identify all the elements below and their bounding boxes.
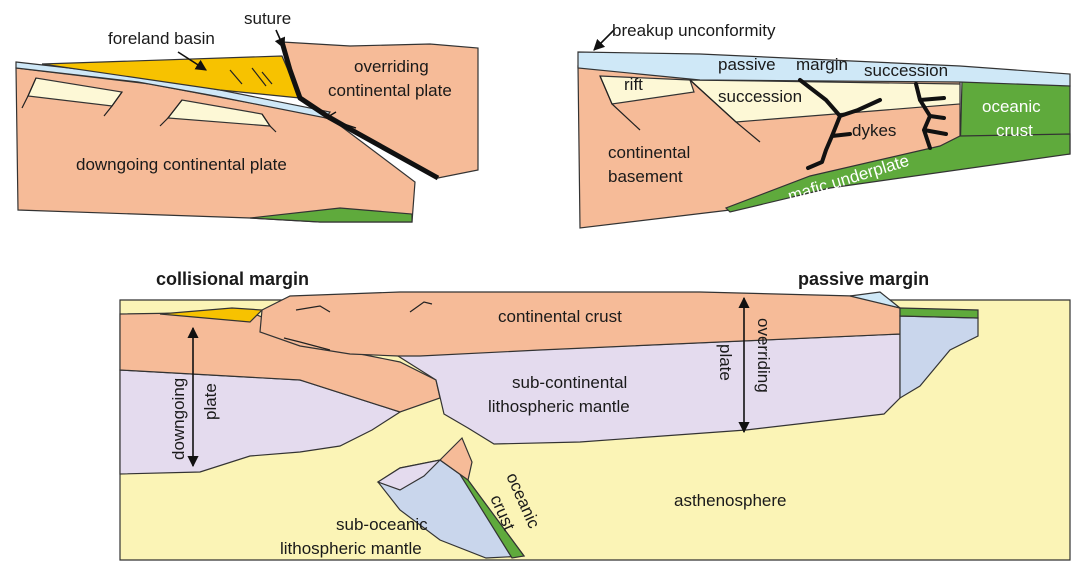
plate-label-left: plate (201, 383, 220, 420)
passive-label: passive (718, 55, 776, 74)
foreland-basin-label: foreland basin (108, 29, 215, 48)
suboceanic-label-line2: lithospheric mantle (280, 539, 422, 558)
overriding-label-line2: continental plate (328, 81, 452, 100)
oceanic-crust-right (900, 308, 978, 318)
suboceanic-label-line1: sub-oceanic (336, 515, 428, 534)
downgoing-label: downgoing (169, 378, 188, 460)
passive-margin-heading: passive margin (798, 269, 929, 289)
overriding-label-line1: overriding (354, 57, 429, 76)
downgoing-plate-label: downgoing continental plate (76, 155, 287, 174)
margin-label: margin (796, 55, 848, 74)
subcontinental-label-line2: lithospheric mantle (488, 397, 630, 416)
dykes-label: dykes (852, 121, 896, 140)
oceanic-crust-label-line2: crust (996, 121, 1033, 140)
subcontinental-label-line1: sub-continental (512, 373, 627, 392)
collisional-margin-sketch: foreland basin suture overriding contine… (16, 9, 478, 222)
succession-top-label: succession (864, 61, 948, 80)
breakup-unconformity-label: breakup unconformity (612, 21, 776, 40)
plate-label-right: plate (716, 344, 735, 381)
succession-mid-label: succession (718, 87, 802, 106)
rift-label: rift (624, 75, 643, 94)
continental-basement-label-line2: basement (608, 167, 683, 186)
suture-label: suture (244, 9, 291, 28)
asthenosphere-label: asthenosphere (674, 491, 786, 510)
continental-crust-label: continental crust (498, 307, 622, 326)
breakup-pointer (594, 30, 614, 50)
overriding-label: overriding (754, 318, 773, 393)
suture-pointer (276, 30, 284, 48)
oceanic-crust-label-line1: oceanic (982, 97, 1041, 116)
continental-basement-label-line1: continental (608, 143, 690, 162)
lithosphere-cross-section: continental crust overriding plate downg… (120, 292, 1070, 560)
passive-margin-sketch: breakup unconformity passive margin succ… (578, 21, 1070, 228)
collisional-margin-heading: collisional margin (156, 269, 309, 289)
